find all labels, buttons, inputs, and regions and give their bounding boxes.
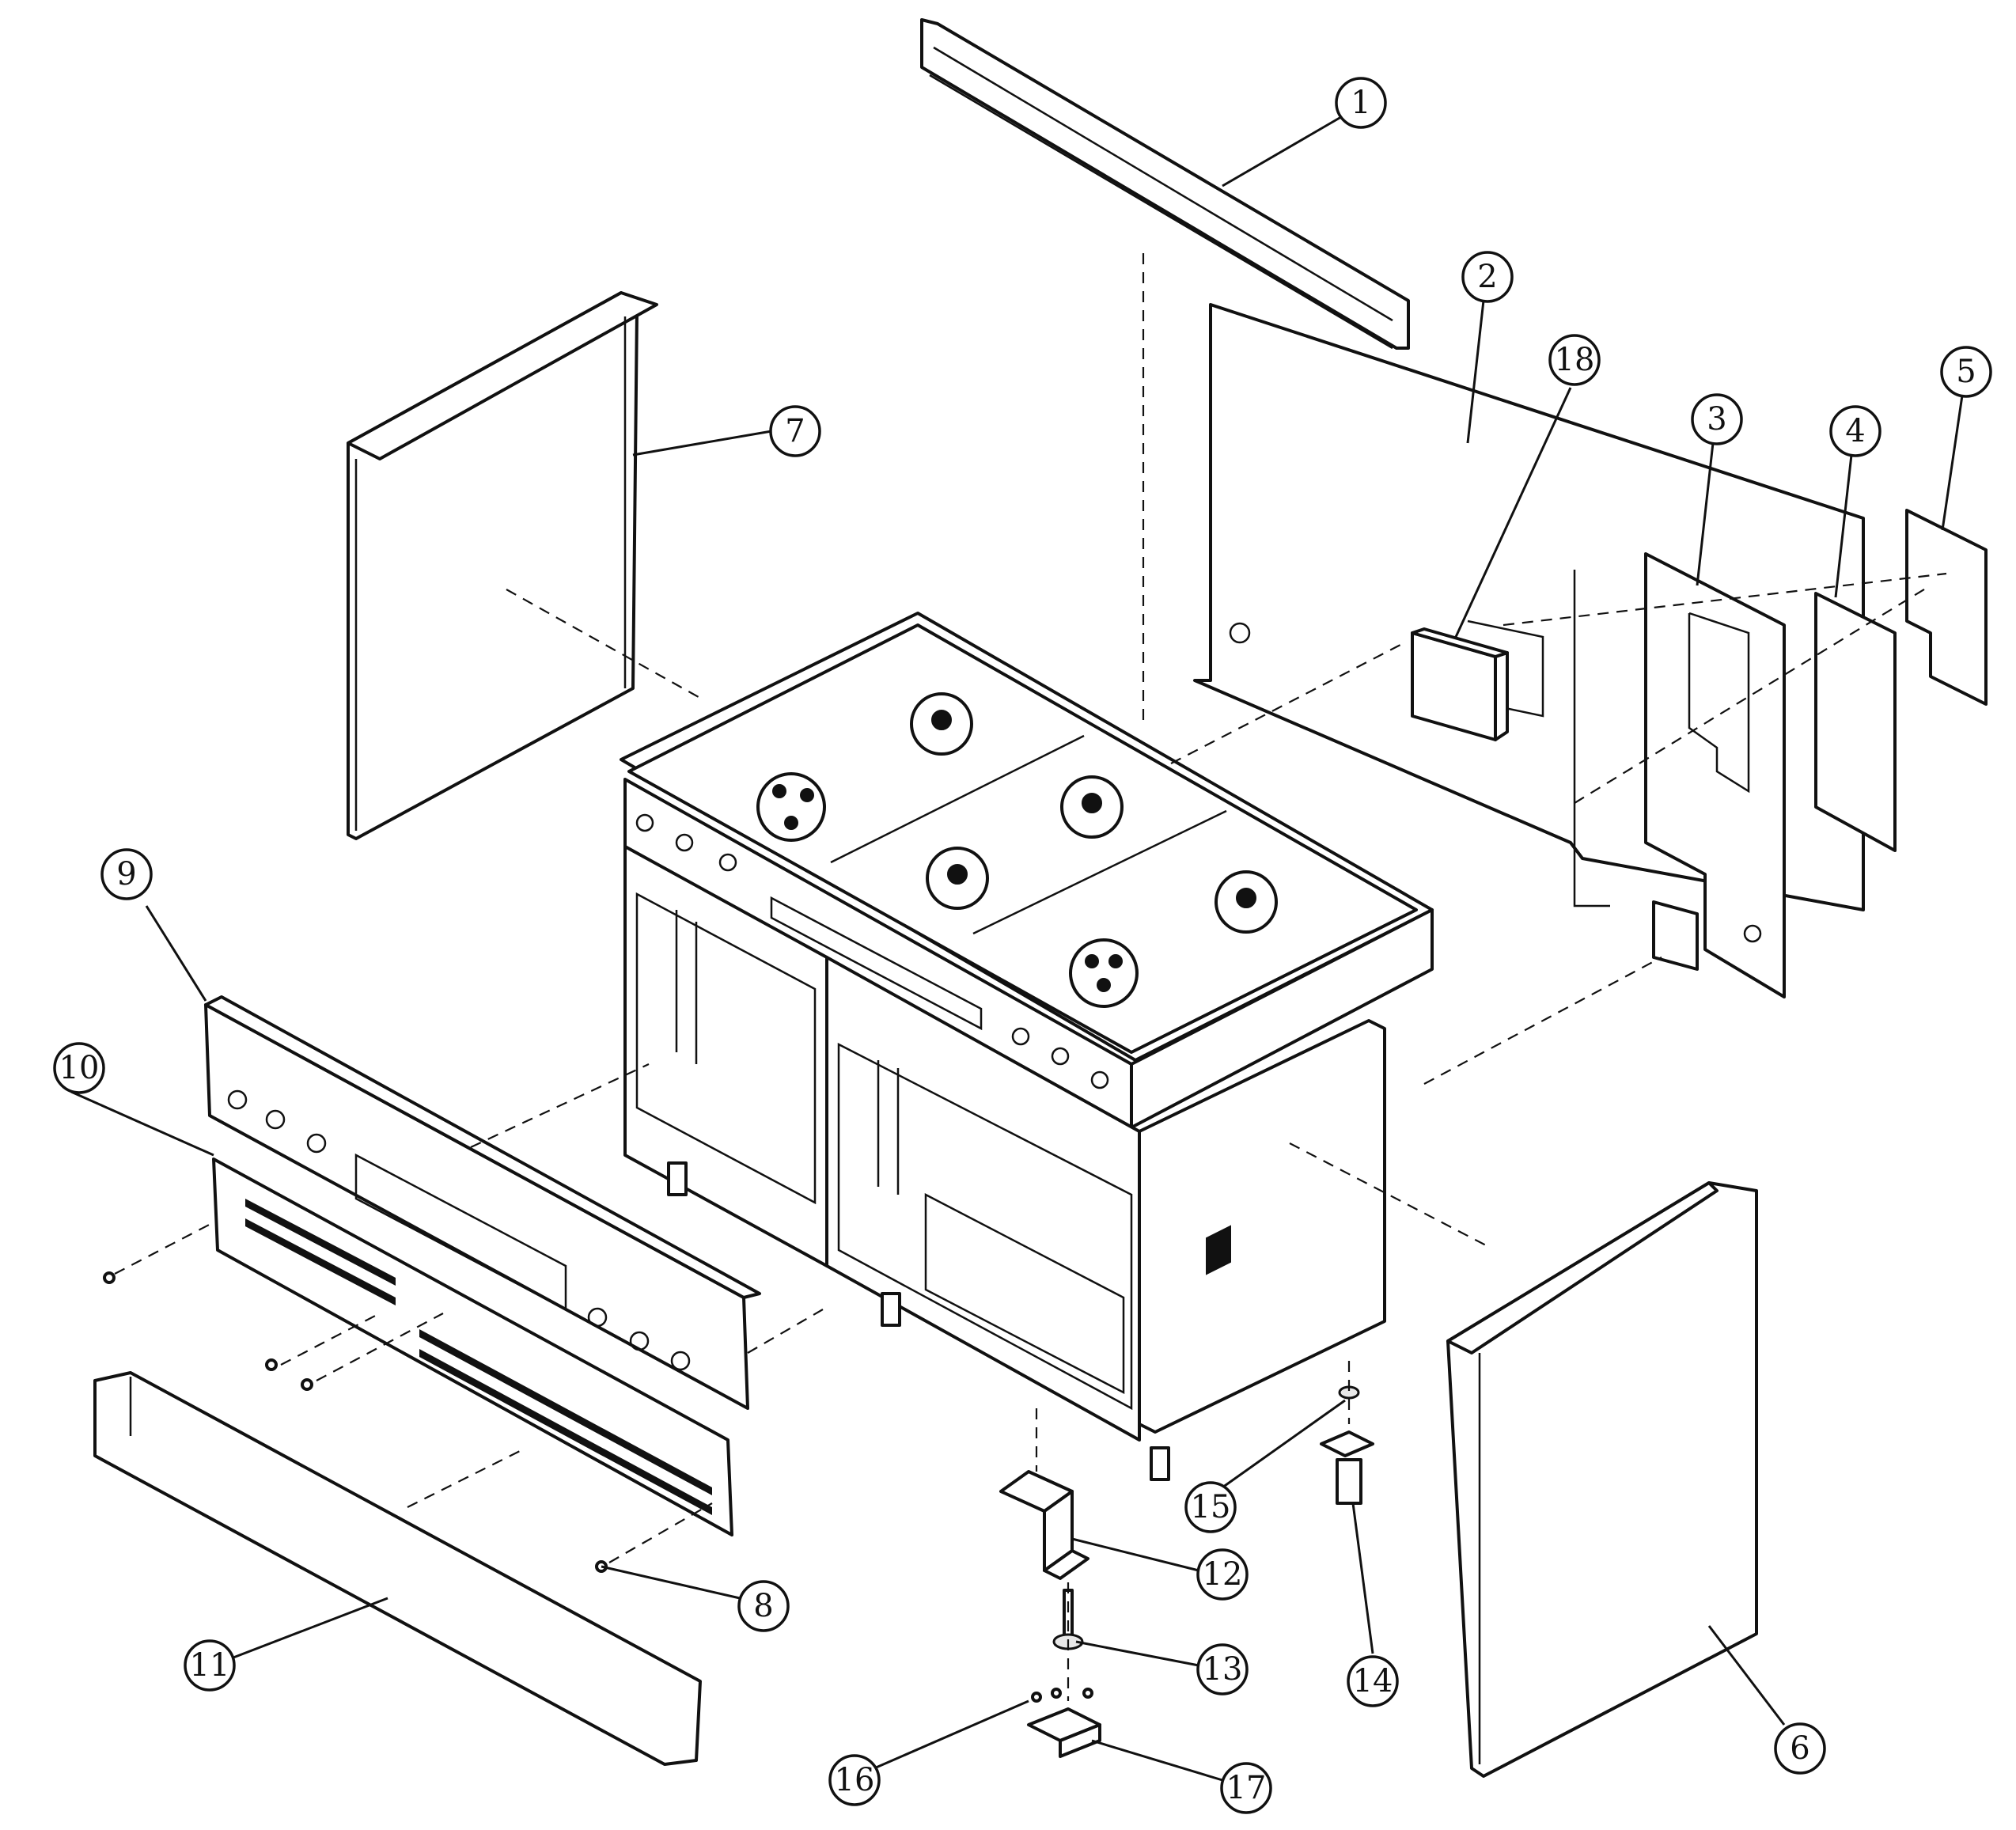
leader-lines [70, 113, 1964, 1782]
panel-knob-marks [227, 1089, 691, 1371]
svg-text:8: 8 [753, 1588, 773, 1624]
svg-text:15: 15 [1191, 1489, 1231, 1525]
callout-10: 10 [53, 1042, 105, 1094]
callout-12: 12 [1196, 1548, 1249, 1601]
svg-text:1: 1 [1351, 85, 1370, 121]
callout-16: 16 [828, 1754, 881, 1806]
svg-text:11: 11 [190, 1647, 230, 1684]
part-12-leg-bracket [999, 1470, 1089, 1580]
callout-1: 1 [1335, 77, 1387, 129]
svg-text:3: 3 [1707, 401, 1726, 438]
svg-text:2: 2 [1477, 259, 1497, 295]
svg-text:14: 14 [1353, 1663, 1393, 1699]
burner-grates [756, 692, 1278, 1008]
part-5-rear-plate [1905, 509, 1988, 706]
callout-17: 17 [1220, 1762, 1272, 1814]
svg-text:10: 10 [59, 1050, 100, 1086]
control-knobs [635, 813, 1109, 1089]
callout-3: 3 [1691, 393, 1743, 445]
callout-15: 15 [1184, 1481, 1237, 1533]
callout-7: 7 [769, 405, 821, 457]
vent-slots [245, 1199, 712, 1515]
part-6-right-side-panel [1446, 1181, 1758, 1778]
part-18-junction-box [1411, 627, 1509, 741]
svg-text:12: 12 [1203, 1556, 1243, 1593]
part-14-adjustable-foot [1320, 1430, 1374, 1505]
svg-text:13: 13 [1203, 1651, 1243, 1688]
part-10-vent-panel [212, 1157, 733, 1536]
callout-6: 6 [1774, 1722, 1826, 1775]
callout-11: 11 [184, 1639, 236, 1692]
svg-text:6: 6 [1790, 1730, 1809, 1767]
svg-text:7: 7 [785, 413, 805, 449]
assembly-lines [114, 253, 1947, 1701]
callout-13: 13 [1196, 1643, 1249, 1695]
part-4-rear-plate [1814, 592, 1897, 852]
callout-2: 2 [1461, 251, 1514, 303]
callout-18: 18 [1548, 334, 1601, 386]
svg-text:17: 17 [1226, 1770, 1267, 1806]
svg-text:5: 5 [1956, 354, 1976, 390]
svg-text:16: 16 [835, 1762, 875, 1798]
part-7-left-side-panel [347, 291, 658, 840]
svg-text:4: 4 [1845, 413, 1865, 449]
callout-9: 9 [100, 848, 153, 900]
part-11-kick-plate [93, 1371, 702, 1766]
part-17-bracket [1027, 1707, 1101, 1758]
svg-text:18: 18 [1555, 342, 1595, 378]
part-3-rear-cover [1644, 552, 1786, 998]
part-16-screws [1031, 1688, 1093, 1703]
svg-text:9: 9 [116, 856, 136, 892]
callout-8: 8 [737, 1580, 790, 1632]
part-1-top-rear-trim [920, 18, 1410, 350]
range-body [620, 612, 1434, 1481]
callout-4: 4 [1829, 405, 1881, 457]
callout-5: 5 [1940, 346, 1992, 398]
part-8-screws [103, 1271, 608, 1573]
part-9-control-panel-trim [204, 995, 761, 1410]
callout-14: 14 [1347, 1655, 1399, 1707]
